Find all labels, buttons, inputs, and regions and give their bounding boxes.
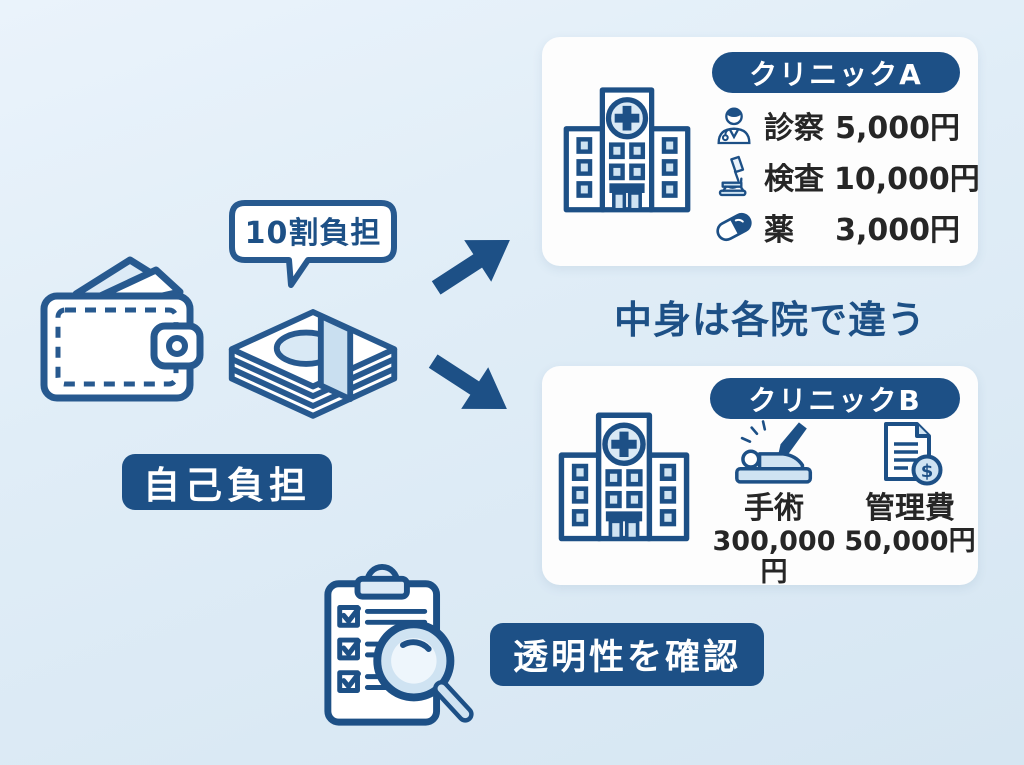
item-label: 管理費 (865, 491, 955, 526)
hospital-icon (558, 412, 690, 542)
arrow-right-down-icon (428, 354, 507, 409)
item-price: 50,000円 (844, 526, 976, 557)
arrow-right-up-icon (431, 240, 510, 295)
clinic-a-card: クリニックA (542, 37, 980, 266)
item-price: 5,000円 (835, 110, 960, 146)
self-pay-label: 自己負担 (122, 454, 332, 510)
microscope-icon (718, 155, 747, 196)
clinic-b-surgery-item: 手術 300,000円 (700, 418, 848, 588)
item-price: 300,000円 (712, 526, 836, 588)
clinic-a-items: 診察 5,000円 検査 10,000円 (714, 99, 980, 252)
capsule-icon (716, 212, 752, 241)
item-price: 3,000円 (835, 212, 960, 248)
wallet-icon (40, 256, 204, 402)
item-label: 薬 (764, 212, 794, 248)
clinic-a-row-medicine: 薬 3,000円 (714, 201, 960, 252)
clinic-a-row-test: 検査 10,000円 (714, 150, 980, 201)
item-label: 手術 (744, 491, 804, 526)
comparison-note: 中身は各院で違う (613, 298, 926, 342)
clinic-a-title: クリニックA (712, 52, 960, 93)
item-label: 診察 (764, 110, 824, 146)
doctor-icon (717, 107, 751, 144)
clinic-b-title: クリニックB (710, 378, 960, 419)
item-label: 検査 (764, 161, 824, 197)
clinic-a-row-exam: 診察 5,000円 (714, 99, 960, 150)
invoice-dollar-icon: $ (884, 422, 943, 486)
burden-bubble-label: 10割負担 (244, 216, 382, 251)
clinic-b-fee-item: $ 管理費 50,000円 (840, 418, 980, 557)
surgery-icon (735, 420, 813, 484)
item-price: 10,000円 (834, 161, 980, 197)
money-stack-icon (228, 309, 398, 419)
speech-bubble (229, 200, 397, 288)
checklist-magnifier-icon (324, 564, 474, 726)
clinic-b-card: クリニックB (542, 366, 980, 588)
hospital-icon (563, 87, 691, 213)
dollar-glyph: $ (921, 461, 934, 482)
transparency-label: 透明性を確認 (490, 623, 764, 686)
